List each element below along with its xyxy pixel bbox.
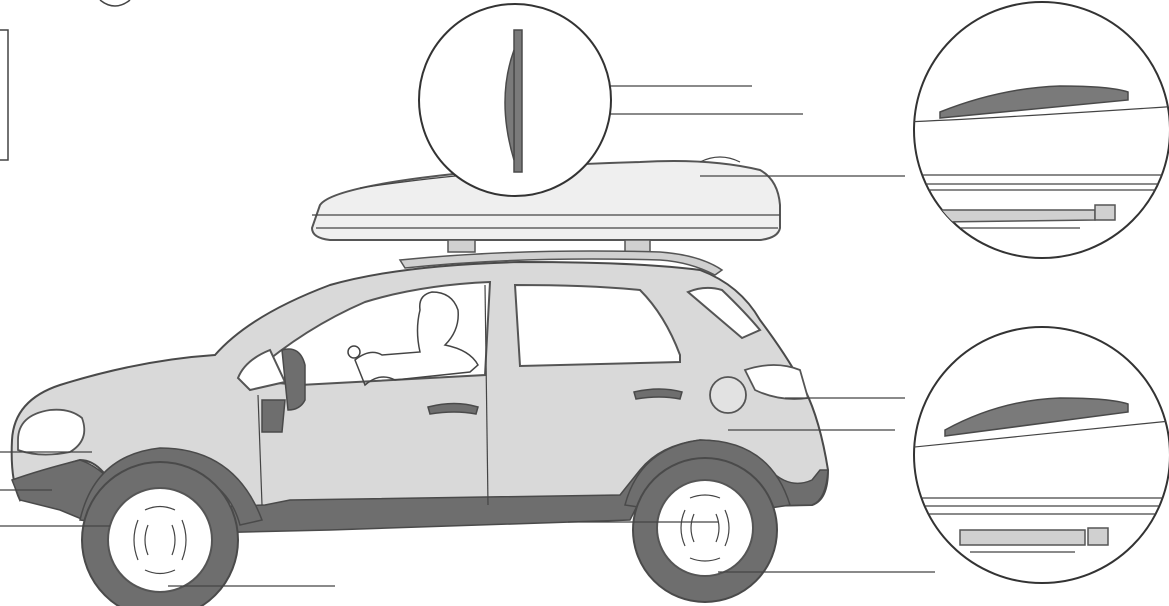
detail-circle-box-open — [905, 327, 1169, 583]
front-wheel — [82, 462, 238, 606]
left-edge-frame — [0, 0, 130, 160]
rear-wheel — [633, 458, 777, 602]
detail-circle-roof-lid — [419, 4, 611, 196]
detail-circle-box-closed — [905, 2, 1169, 258]
